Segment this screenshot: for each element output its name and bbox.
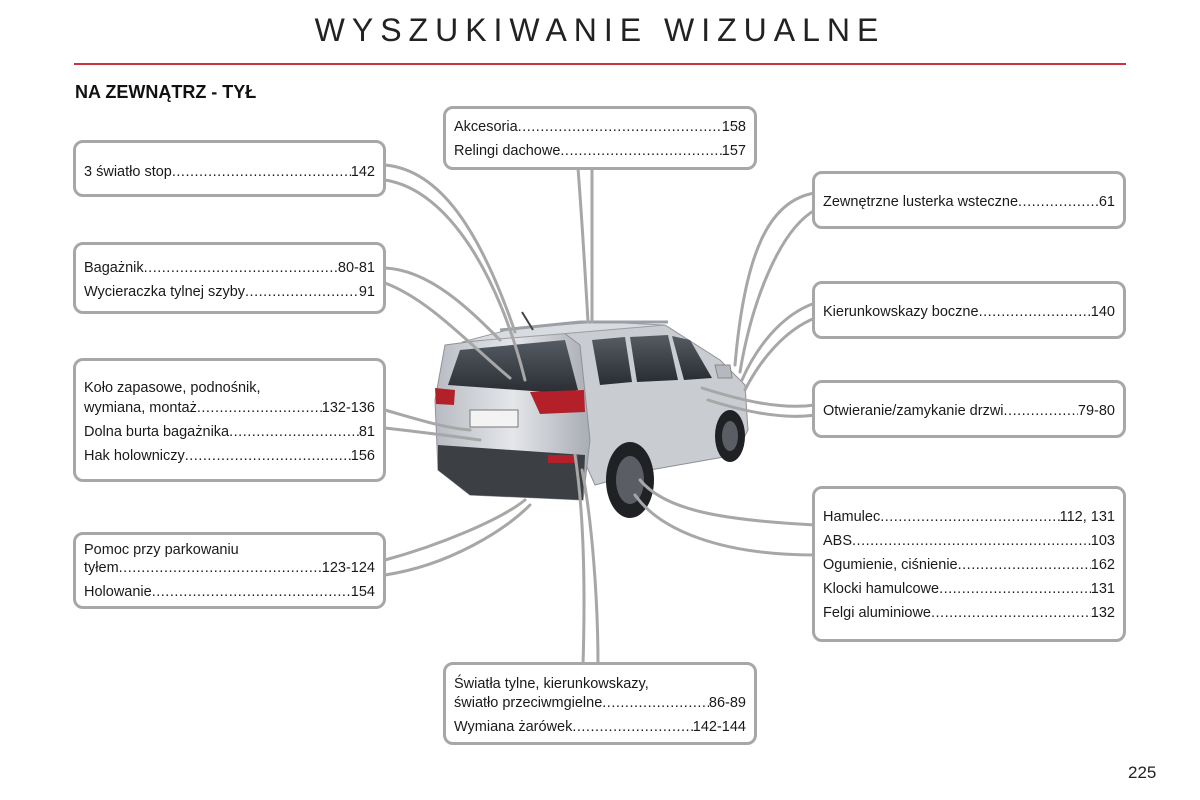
index-entry-line: Światła tylne, kierunkowskazy, — [454, 676, 649, 692]
connector-mirrors-1 — [733, 191, 817, 367]
index-entry[interactable]: Holowanie154 — [84, 583, 375, 601]
connector-lights-2 — [580, 468, 600, 667]
index-entry[interactable]: Felgi aluminiowe132 — [823, 604, 1115, 622]
index-entry[interactable]: Akcesoria158 — [454, 118, 746, 136]
index-entry[interactable]: Relingi dachowe 157 — [454, 142, 746, 160]
callout-parking-assist: Pomoc przy parkowaniu tyłem 123-124 Holo… — [73, 532, 386, 609]
connector-spare-1 — [383, 408, 472, 432]
callout-brakes: Hamulec 112, 131 ABS 103 Ogumienie, ciśn… — [812, 486, 1126, 642]
connector-trunk-1 — [383, 266, 502, 342]
index-entry[interactable]: tyłem 123-124 — [84, 559, 375, 577]
connector-stop-1 — [383, 163, 517, 334]
callout-doors: Otwieranie/zamykanie drzwi 79-80 — [812, 380, 1126, 438]
index-entry[interactable]: Dolna burta bagażnika81 — [84, 423, 375, 441]
connector-brakes-1 — [638, 478, 817, 527]
connector-indicators-2 — [743, 316, 817, 392]
index-entry[interactable]: Zewnętrzne lusterka wsteczne 61 — [823, 193, 1115, 211]
index-entry[interactable]: Ogumienie, ciśnienie 162 — [823, 556, 1115, 574]
page-title: WYSZUKIWANIE WIZUALNE — [314, 12, 886, 48]
index-entry[interactable]: Hak holowniczy156 — [84, 447, 375, 465]
callout-rear-brake-light: 3 światło stop142 — [73, 140, 386, 197]
callout-rear-lights: Światła tylne, kierunkowskazy, światło p… — [443, 662, 757, 745]
index-entry[interactable]: Hamulec 112, 131 — [823, 508, 1115, 526]
index-entry[interactable]: Wymiana żarówek 142-144 — [454, 718, 746, 736]
connector-indicators-1 — [740, 301, 817, 382]
connector-mirrors-2 — [738, 208, 817, 374]
connector-lights-1 — [573, 453, 586, 667]
connector-doors-2 — [706, 398, 817, 418]
callout-trunk: Bagażnik 80-81 Wycieraczka tylnej szyby9… — [73, 242, 386, 314]
index-entry[interactable]: wymiana, montaż 132-136 — [84, 399, 375, 417]
callout-side-indicators: Kierunkowskazy boczne 140 — [812, 281, 1126, 339]
callout-mirrors: Zewnętrzne lusterka wsteczne 61 — [812, 171, 1126, 229]
index-entry[interactable]: Klocki hamulcowe131 — [823, 580, 1115, 598]
index-entry[interactable]: Wycieraczka tylnej szyby91 — [84, 283, 375, 301]
index-entry[interactable]: Bagażnik 80-81 — [84, 259, 375, 277]
connector-parking-2 — [383, 503, 532, 577]
page-number: 225 — [1128, 763, 1157, 782]
car-body — [434, 311, 749, 518]
connector-brakes-2 — [633, 493, 817, 557]
callout-spare-wheel: Koło zapasowe, podnośnik, wymiana, monta… — [73, 358, 386, 482]
index-entry[interactable]: ABS 103 — [823, 532, 1115, 550]
connector-doors-1 — [700, 386, 817, 408]
callout-accessories: Akcesoria158 Relingi dachowe 157 — [443, 106, 757, 170]
title-rule — [74, 63, 1126, 65]
index-entry[interactable]: 3 światło stop142 — [84, 163, 375, 181]
section-title: NA ZEWNĄTRZ - TYŁ — [75, 82, 257, 102]
index-entry-line: Pomoc przy parkowaniu — [84, 542, 239, 558]
connector-stop-2 — [383, 178, 527, 382]
index-entry[interactable]: Otwieranie/zamykanie drzwi 79-80 — [823, 402, 1115, 420]
connector-parking-1 — [383, 498, 527, 562]
connector-spare-2 — [383, 426, 482, 442]
connector-accessories-1 — [576, 166, 590, 324]
index-entry[interactable]: Kierunkowskazy boczne 140 — [823, 303, 1115, 321]
index-entry-line: Koło zapasowe, podnośnik, — [84, 380, 261, 396]
index-entry[interactable]: światło przeciwmgielne 86-89 — [454, 694, 746, 712]
connector-trunk-2 — [383, 281, 512, 380]
